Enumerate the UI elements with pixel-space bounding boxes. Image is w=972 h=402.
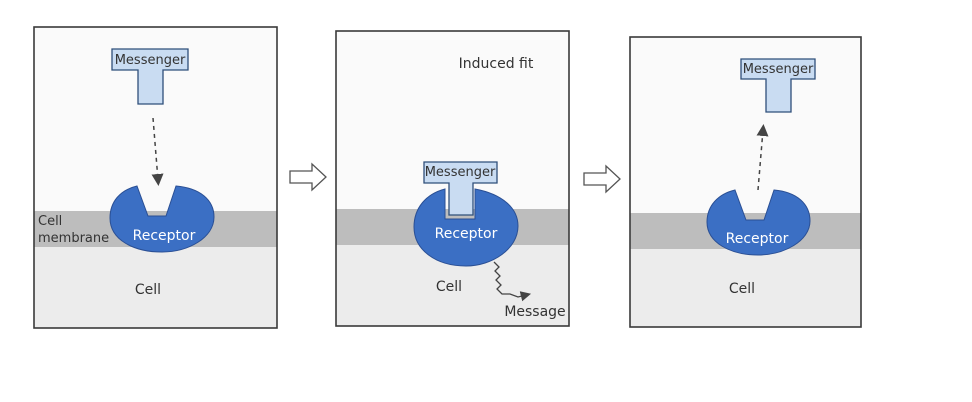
panel-1-receptor-label: Receptor — [133, 228, 196, 244]
panel-2-title: Induced fit — [459, 56, 534, 72]
panel-3: Messenger Receptor Cell — [629, 36, 862, 328]
panel-3-messenger — [740, 58, 816, 113]
panel-2-receptor-label: Receptor — [435, 226, 498, 242]
panel-3-release-arrow — [756, 124, 769, 191]
panel-3-cell-label: Cell — [729, 281, 755, 297]
panel-3-receptor — [706, 189, 811, 256]
panel-2-message-arrow — [493, 261, 532, 302]
panel-2-messenger — [423, 161, 498, 216]
panel-2-messenger-label: Messenger — [425, 165, 496, 180]
panel-1-cell-interior — [34, 247, 277, 328]
panel-1-membrane-label-line1: Cell — [38, 214, 62, 229]
panel-1: Messenger Receptor Cell membrane Cell — [33, 26, 278, 329]
panel-1-membrane-label-line2: membrane — [38, 231, 109, 246]
panel-2-cell-label: Cell — [436, 279, 462, 295]
transition-arrow-1 — [289, 162, 327, 192]
panel-1-messenger-label: Messenger — [115, 53, 186, 68]
panel-2-receptor — [413, 188, 519, 267]
panel-2-frame — [335, 30, 570, 327]
panel-1-cell-label: Cell — [135, 282, 161, 298]
panel-2: Induced fit Messenger Receptor Cell Mess… — [335, 30, 570, 327]
panel-3-receptor-label: Receptor — [726, 231, 789, 247]
panel-2-message-label: Message — [504, 304, 565, 320]
panel-1-binding-arrow — [151, 117, 164, 186]
panel-3-frame — [629, 36, 862, 328]
panel-1-frame — [33, 26, 278, 329]
panel-3-cell-interior — [630, 249, 861, 327]
panel-1-receptor — [109, 185, 215, 253]
panel-1-messenger — [111, 48, 189, 105]
panel-3-messenger-label: Messenger — [743, 62, 814, 77]
transition-arrow-2 — [583, 164, 621, 194]
